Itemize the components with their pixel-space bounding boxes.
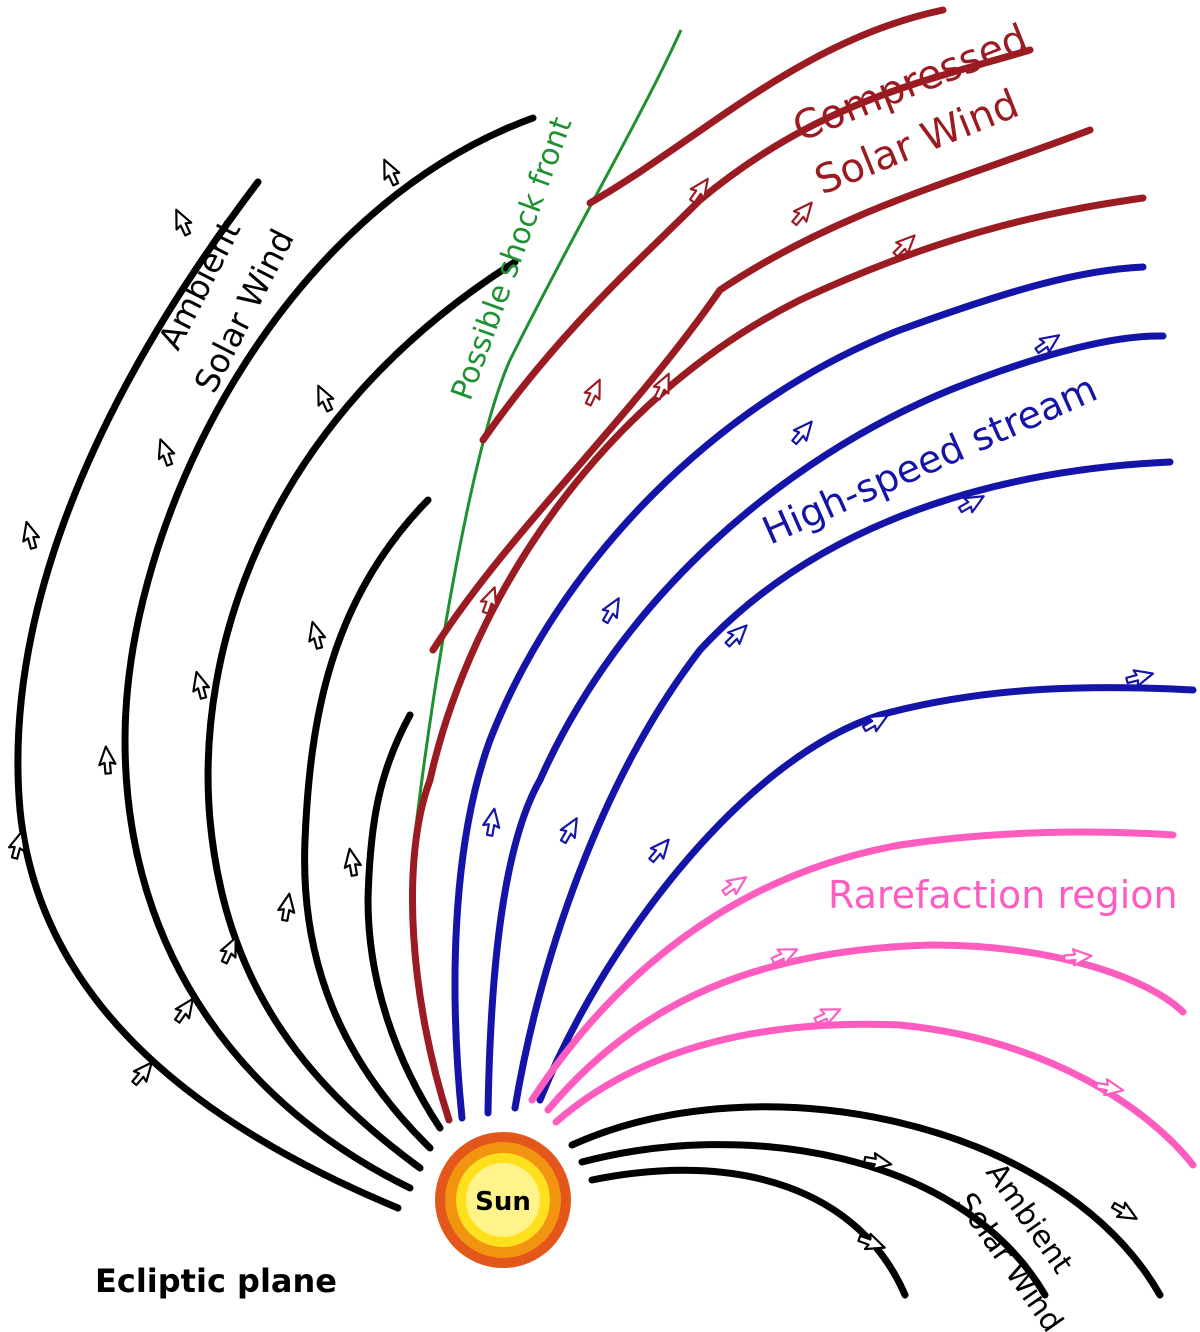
sun: Sun [435, 1132, 571, 1268]
shock-front-line [410, 29, 683, 861]
hollow-arrow-icon [375, 155, 405, 189]
compressed-field-line-3 [429, 126, 1094, 654]
ambient-field-line-left-4 [301, 496, 434, 1152]
hollow-arrow-icon [303, 618, 329, 652]
hollow-arrow-icon [1108, 1197, 1142, 1227]
hollow-arrow-icon [579, 375, 609, 409]
highspeed-field-line-3 [511, 458, 1174, 1112]
hollow-arrow-icon [340, 846, 364, 878]
hollow-arrow-icon [787, 415, 819, 449]
rarefaction-region-label: Rarefaction region [828, 873, 1178, 917]
sun-label: Sun [475, 1187, 531, 1217]
highspeed-field-line-2 [484, 332, 1167, 1117]
hollow-arrow-icon [187, 668, 213, 702]
hollow-arrow-icon [555, 813, 585, 847]
hollow-arrow-icon [597, 593, 627, 627]
hollow-arrow-icon [644, 833, 676, 867]
hollow-arrow-icon [17, 518, 43, 552]
hollow-arrow-icon [96, 744, 118, 776]
highspeed-field-line-4 [536, 684, 1197, 1104]
rarefaction-field-line-2 [544, 941, 1187, 1114]
ambient-field-line-right-1 [568, 1103, 1164, 1299]
ambient-field-line-left-1 [14, 178, 402, 1212]
ambient-field-line-left-5 [364, 711, 444, 1132]
ambient-field-line-right-3 [588, 1166, 909, 1299]
sun-core [466, 1163, 540, 1237]
high-speed-stream-label: High-speed stream [756, 366, 1104, 553]
ambient-field-line-right-2 [578, 1141, 1049, 1299]
ambient-wind-left-group [14, 114, 537, 1212]
hollow-arrow-icon [480, 806, 504, 838]
hollow-arrow-icon [275, 891, 299, 923]
hollow-arrow-icon [151, 435, 179, 469]
ambient-field-line-left-2 [121, 114, 537, 1192]
rarefaction-field-line-1 [528, 828, 1177, 1104]
hollow-arrow-icon [167, 205, 197, 239]
ambient-wind-right-group [568, 1103, 1164, 1299]
rarefaction-field-line-3 [552, 1020, 1197, 1169]
compressed-wind-group [409, 6, 1147, 1124]
highspeed-field-line-1 [451, 263, 1147, 1122]
compressed-field-line-4 [409, 194, 1147, 1124]
compressed-field-line-2 [479, 46, 1034, 444]
compressed-field-line-1 [586, 6, 947, 207]
shock-front-label: Possible shock front [445, 112, 580, 404]
ecliptic-plane-label: Ecliptic plane [95, 1262, 337, 1300]
hollow-arrow-icon [787, 196, 819, 230]
ambient-field-line-left-3 [204, 258, 519, 1172]
high-speed-stream-group [451, 263, 1197, 1122]
hollow-arrow-icon [309, 381, 339, 415]
rarefaction-group [528, 828, 1197, 1169]
